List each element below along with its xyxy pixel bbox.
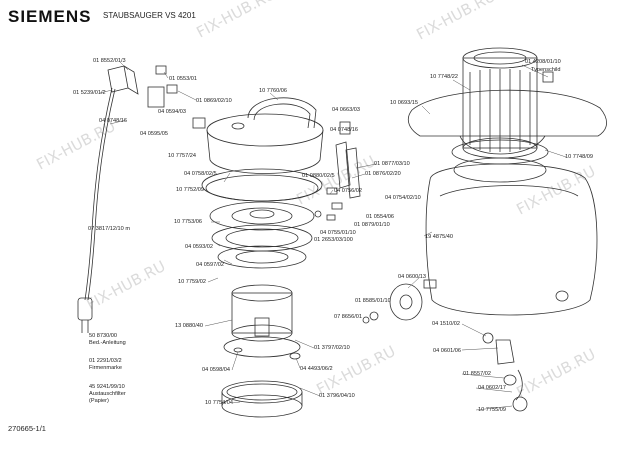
watermark: FIX-HUB.RU [33, 117, 118, 174]
latch-parts-drawing [314, 121, 361, 221]
part-label: Typenschild [531, 67, 561, 73]
part-label: 01 0879/01/10 [354, 222, 390, 228]
cord-clamp-drawing [107, 65, 139, 95]
model-title: STAUBSAUGER VS 4201 [103, 11, 196, 20]
connector-parts-drawing [147, 65, 206, 129]
part-label: 04 0593/02 [185, 244, 213, 250]
document-id: 270665-1/1 [8, 424, 46, 433]
part-label: 04 0601/06 [433, 348, 461, 354]
part-label: 01 2291/03/2 [89, 358, 122, 364]
filter-cartridge-drawing [462, 47, 554, 159]
part-label: 04 0748/16 [99, 118, 127, 124]
part-label: 13 0880/40 [175, 323, 203, 329]
part-label: 04 0755/01/10 [320, 230, 356, 236]
part-label: 10 0693/15 [390, 100, 418, 106]
part-label: 01 2653/03/100 [314, 237, 353, 243]
lid-drawing [206, 113, 324, 174]
watermark: FIX-HUB.RU [193, 0, 278, 42]
part-label: 01 3797/02/10 [314, 345, 350, 351]
part-label: 19 4875/40 [425, 234, 453, 240]
part-label: Austauschfilter [89, 391, 126, 397]
watermark: FIX-HUB.RU [513, 345, 598, 402]
part-label: 01 0876/02/20 [365, 171, 401, 177]
power-cord-drawing [77, 87, 116, 333]
part-label: (Papier) [89, 398, 109, 404]
part-label: 04 0758/02/5 [184, 171, 217, 177]
part-label: 04 0598/04 [202, 367, 230, 373]
watermark: FIX-HUB.RU [513, 162, 598, 219]
part-label: 01 3796/04/10 [319, 393, 355, 399]
part-label: 10 7752/09 [176, 187, 204, 193]
castor-drawing [362, 283, 528, 412]
brand-logo: SIEMENS [8, 7, 92, 26]
part-label: 04 1510/02 [432, 321, 460, 327]
part-label: 01 0553/01 [169, 76, 197, 82]
part-label: 01 0877/03/10 [374, 161, 410, 167]
leader-lines [99, 61, 567, 411]
part-label: 04 0597/02 [196, 262, 224, 268]
part-label: 10 7757/24 [168, 153, 196, 159]
part-label: 50 8730/00 [89, 333, 117, 339]
part-label: 04 4493/06/2 [300, 366, 333, 372]
part-label: Bed.-Anleitung [89, 340, 126, 346]
part-label: 10 7760/06 [259, 88, 287, 94]
upper-housing-drawing [407, 89, 607, 183]
part-label: 04 0602/17 [478, 385, 506, 391]
part-label: 07 3817/12/10 m [88, 226, 130, 232]
watermark: FIX-HUB.RU [413, 0, 498, 44]
part-label: 04 0748/16 [330, 127, 358, 133]
part-label: 01 0554/06 [366, 214, 394, 220]
part-label: 07 8656/01 [334, 314, 362, 320]
part-label: 01 8585/01/10 [355, 298, 391, 304]
part-label: 10 7753/06 [174, 219, 202, 225]
part-label: 10 7759/02 [178, 279, 206, 285]
part-label: 01 5239/01/2 [73, 90, 106, 96]
part-label: 01 0880/02/5 [302, 173, 335, 179]
handle-drawing [247, 97, 317, 129]
part-label: 10 7748/09 [565, 154, 593, 160]
part-label: 04 0600/13 [398, 274, 426, 280]
part-label: 04 0594/03 [158, 109, 186, 115]
part-label: 10 7755/09 [478, 407, 506, 413]
ring-stack-drawing [201, 168, 323, 269]
motor-drawing [223, 284, 301, 360]
part-label: 10 7754/04 [205, 400, 233, 406]
part-label: 10 7748/22 [430, 74, 458, 80]
part-labels: 01 8552/01/3 01 5239/01/2 04 0748/16 01 … [73, 58, 593, 413]
part-label: 04 0754/02/10 [385, 195, 421, 201]
watermark: FIX-HUB.RU [83, 257, 168, 314]
part-label: Firmenmarke [89, 365, 122, 371]
part-label: 01 0869/02/10 [196, 98, 232, 104]
container-body-drawing [423, 163, 598, 316]
part-label: 01 8552/01/3 [93, 58, 126, 64]
part-label: 01 8557/02 [463, 371, 491, 377]
part-label: 04 0663/03 [332, 107, 360, 113]
bottom-ring-drawing [221, 380, 303, 418]
part-label: 04 0756/02 [334, 188, 362, 194]
part-label: 45 9241/99/10 [89, 384, 125, 390]
part-label: 04 0595/05 [140, 131, 168, 137]
part-label: 01 4208/01/10 [525, 59, 561, 65]
